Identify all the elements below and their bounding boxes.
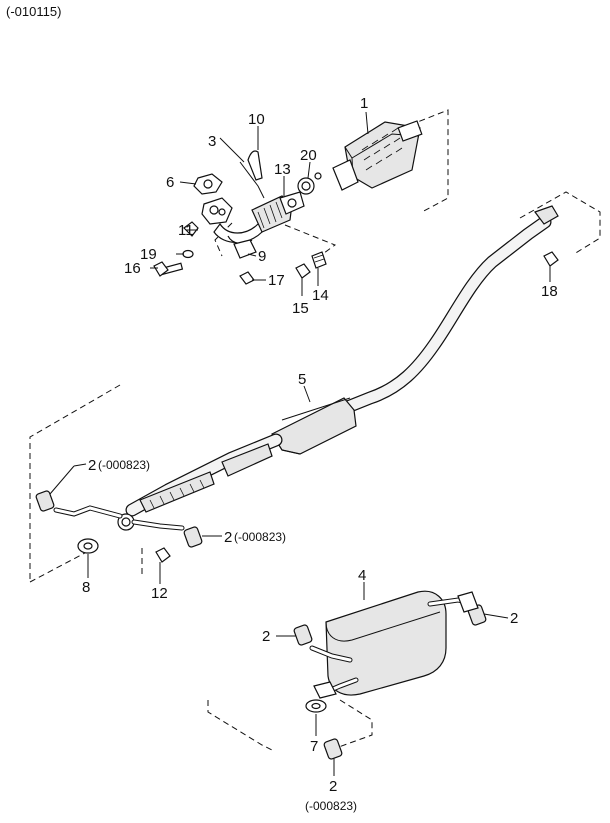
diagram-code: (-010115) — [6, 4, 62, 19]
spring-14 — [311, 251, 327, 269]
callout-7: 7 — [310, 738, 318, 755]
front-pipe-cluster — [153, 150, 327, 285]
callout-9: 9 — [258, 248, 266, 265]
catalytic-converter-front — [332, 120, 423, 191]
callout-20: 20 — [300, 147, 317, 164]
washer-19 — [182, 249, 194, 259]
callout-2c: 2 — [262, 628, 270, 645]
callout-14: 14 — [312, 287, 329, 304]
nut-17 — [239, 271, 255, 285]
callout-2e-note: (-000823) — [305, 799, 357, 813]
callout-8: 8 — [82, 579, 90, 596]
callout-labels: 1 2 (-000823) 2 (-000823) 2 2 2 (-000823… — [82, 95, 558, 813]
callout-2b: 2 — [224, 529, 232, 546]
callout-2a-note: (-000823) — [98, 458, 150, 472]
callout-16: 16 — [124, 260, 141, 277]
callout-15: 15 — [292, 300, 309, 317]
callout-10: 10 — [248, 111, 265, 128]
callout-6: 6 — [166, 174, 174, 191]
group-boundaries — [29, 109, 601, 751]
callout-19: 19 — [140, 246, 157, 263]
hanger-2e — [323, 738, 343, 760]
nut-15 — [295, 263, 311, 279]
callout-17: 17 — [268, 272, 285, 289]
callout-2e: 2 — [329, 778, 337, 795]
muffler-4 — [309, 590, 479, 699]
callout-2a: 2 — [88, 457, 96, 474]
gasket-7 — [305, 699, 327, 713]
callout-5: 5 — [298, 371, 306, 388]
callout-12: 12 — [151, 585, 168, 602]
leader-lines — [49, 111, 551, 776]
catalyst-5 — [271, 397, 357, 455]
hangers — [35, 490, 487, 760]
hanger-2c — [293, 624, 313, 646]
callout-13: 13 — [274, 161, 291, 178]
callout-1: 1 — [360, 95, 368, 112]
u-bolt-10 — [247, 150, 263, 181]
clamp-9 — [233, 239, 257, 259]
callout-3: 3 — [208, 133, 216, 150]
callout-4: 4 — [358, 567, 366, 584]
callout-18: 18 — [541, 283, 558, 300]
bracket-11 — [183, 221, 199, 237]
hanger-2a — [35, 490, 55, 512]
hanger-2b — [183, 526, 203, 548]
nut-12 — [155, 547, 171, 563]
callout-2d: 2 — [510, 610, 518, 627]
callout-11: 11 — [178, 222, 194, 239]
gasket-8 — [77, 538, 99, 554]
center-pipe-assembly — [53, 205, 559, 531]
callout-2b-note: (-000823) — [234, 530, 286, 544]
nut-18 — [543, 251, 559, 267]
